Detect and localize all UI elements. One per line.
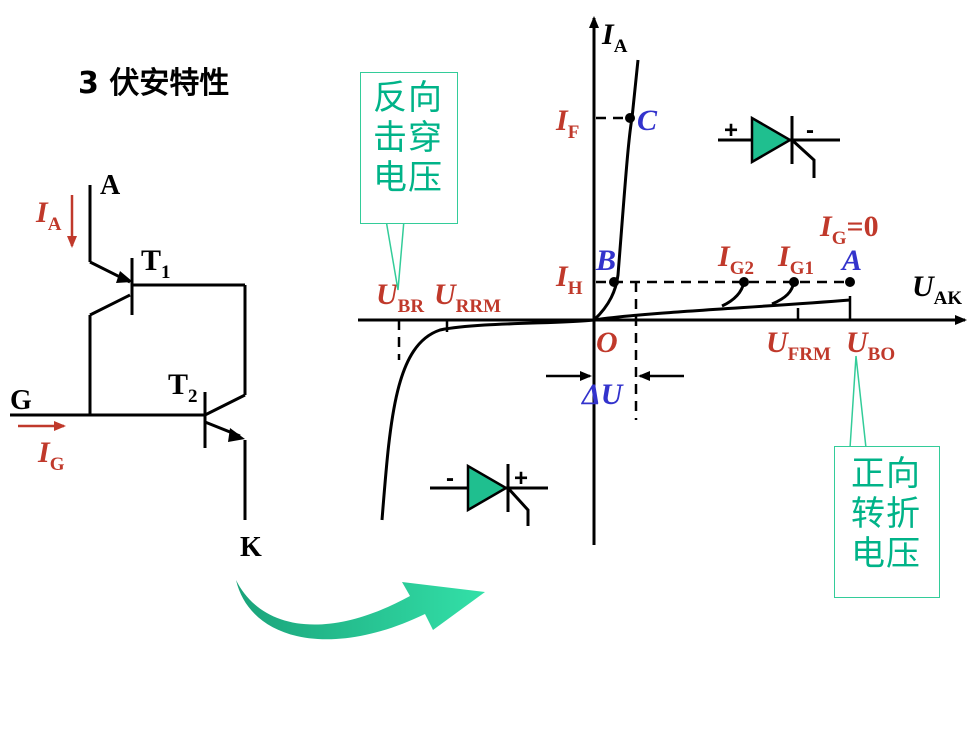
anode-label: A: [100, 170, 121, 201]
origin-label: O: [596, 326, 618, 359]
urrm-label: URRM: [434, 278, 501, 317]
ufrm-label: UFRM: [766, 326, 831, 365]
t2-label: T2: [168, 368, 198, 407]
t1-emitter-arrow-icon: [116, 271, 133, 283]
t2-emitter-arrow-icon: [228, 428, 245, 442]
ig2-marker: [739, 277, 749, 287]
point-a-label: A: [840, 244, 862, 277]
reverse-minus-label: -: [446, 465, 454, 492]
forward-breakover-text: 正向 转折 电压: [834, 454, 938, 574]
point-c-label: C: [637, 104, 658, 137]
ig2-label: IG2: [717, 240, 754, 279]
ig1-label: IG1: [777, 240, 814, 279]
t1-collector: [89, 293, 131, 317]
vi-curve-conduction: [592, 59, 640, 322]
reverse-callout-pointer: [385, 219, 405, 291]
reverse-breakdown-callout: [360, 72, 458, 224]
forward-line-2: 转折: [851, 494, 921, 534]
forward-line-3: 电压: [851, 534, 921, 574]
forward-plus-label: +: [724, 117, 738, 144]
section-title: 3 伏安特性: [78, 66, 229, 101]
reverse-plus-label: +: [514, 465, 528, 492]
ia-label: IA: [35, 196, 62, 235]
forward-breakover-callout: [834, 446, 940, 598]
reverse-line-3: 电压: [373, 158, 443, 198]
ih-label: IH: [555, 260, 583, 299]
transition-arrow-icon: [236, 580, 485, 640]
forward-callout-pointer: [849, 355, 867, 449]
delta-u-label: ΔU: [581, 378, 624, 411]
reverse-thyristor-icon: [430, 463, 548, 526]
ig-label: IG: [37, 436, 65, 475]
if-label: IF: [555, 104, 579, 143]
cathode-label: K: [240, 532, 262, 563]
point-b-label: B: [595, 244, 616, 277]
vi-curve-ig0: [380, 298, 851, 521]
forward-line-1: 正向: [851, 454, 921, 494]
x-axis-label: UAK: [912, 270, 962, 309]
t2-collector: [204, 393, 246, 417]
guide-lines: [397, 116, 850, 420]
reverse-line-2: 击穿: [373, 118, 443, 158]
forward-thyristor-icon: [718, 115, 840, 178]
reverse-breakdown-text: 反向 击穿 电压: [360, 78, 456, 198]
point-b-marker: [609, 277, 619, 287]
y-axis-label: IA: [601, 18, 628, 57]
ig0-label: IG=0: [819, 210, 879, 249]
point-c-marker: [625, 113, 635, 123]
two-transistor-model: [10, 185, 247, 520]
gate-label: G: [10, 385, 32, 416]
reverse-line-1: 反向: [373, 78, 443, 118]
point-a-marker: [845, 277, 855, 287]
t1-label: T1: [141, 244, 171, 283]
ig1-marker: [789, 277, 799, 287]
forward-minus-label: -: [806, 117, 814, 144]
ubr-label: UBR: [376, 278, 424, 317]
ubo-label: UBO: [846, 326, 895, 365]
